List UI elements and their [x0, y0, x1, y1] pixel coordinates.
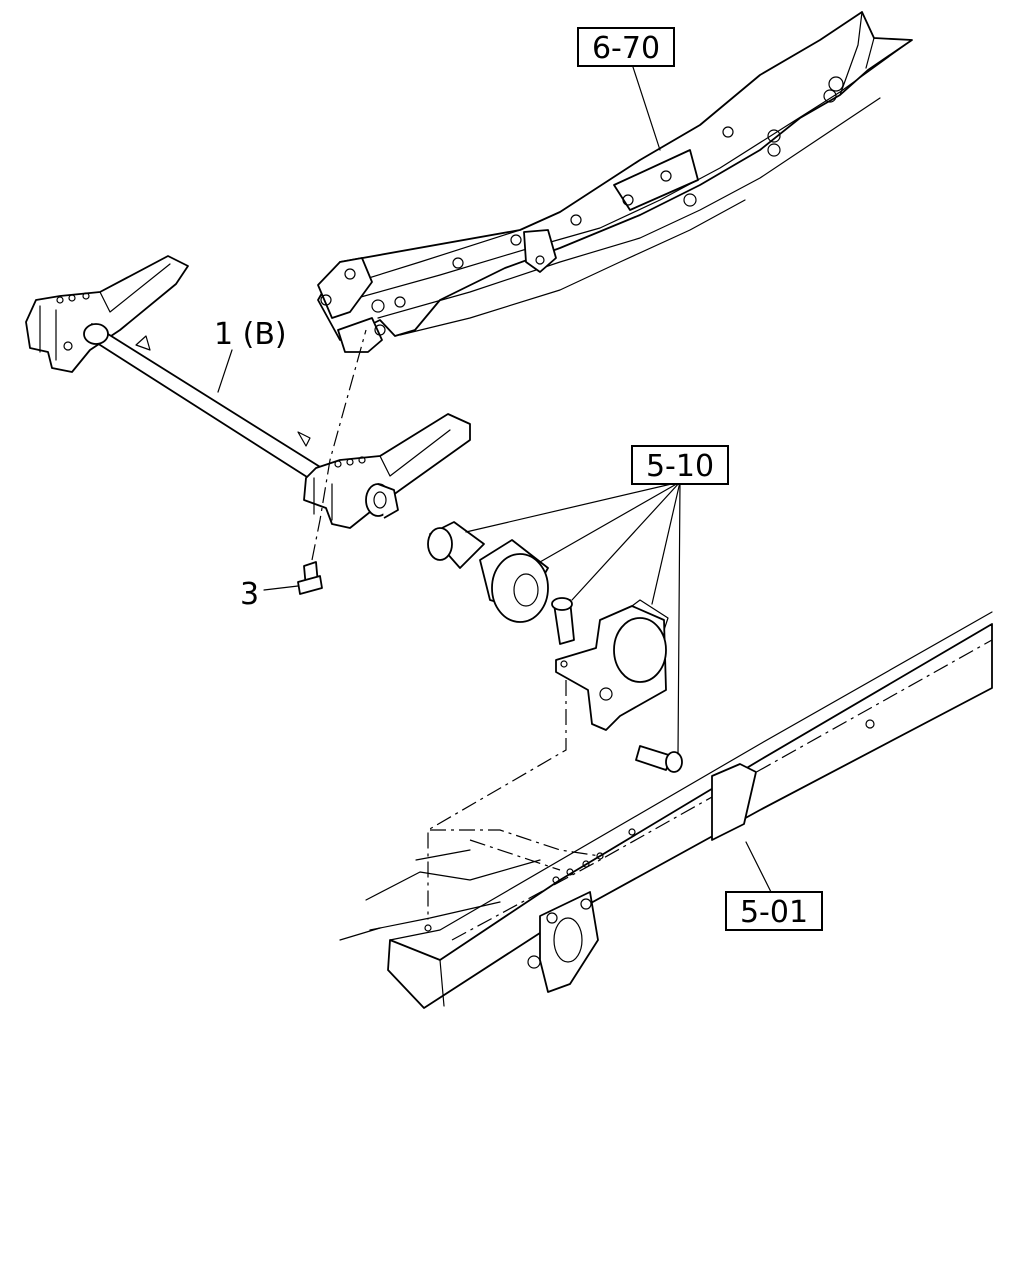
- lower-frame-rail: [339, 611, 993, 1009]
- part-label-1[interactable]: 1 (B): [214, 317, 287, 352]
- rubber-bushing: [479, 539, 549, 623]
- svg-text:5-10: 5-10: [646, 449, 714, 484]
- leader-5-01: [745, 841, 773, 895]
- clamp-bolt-upper: [551, 597, 575, 645]
- ref-label-5-01[interactable]: 5-01: [725, 891, 823, 931]
- leader-part-3: [263, 585, 299, 591]
- bolt-install-line: [311, 329, 367, 561]
- svg-text:5-01: 5-01: [740, 895, 808, 930]
- svg-text:6-70: 6-70: [592, 31, 660, 66]
- bolt-part-3: [297, 561, 323, 595]
- clamp-install-line: [427, 680, 567, 920]
- leader-6-70: [631, 63, 661, 151]
- leader-5-10: [465, 481, 681, 755]
- upper-frame-rail: [317, 11, 913, 353]
- bushing-sleeve: [427, 521, 485, 569]
- part-label-3[interactable]: 3: [240, 577, 259, 612]
- clamp-bracket: [555, 599, 669, 731]
- ref-label-5-10[interactable]: 5-10: [631, 445, 729, 485]
- stabilizer-bar: [25, 255, 471, 529]
- leader-part-1: [217, 349, 233, 393]
- clamp-bolt-lower: [635, 745, 683, 773]
- ref-label-6-70[interactable]: 6-70: [577, 27, 675, 67]
